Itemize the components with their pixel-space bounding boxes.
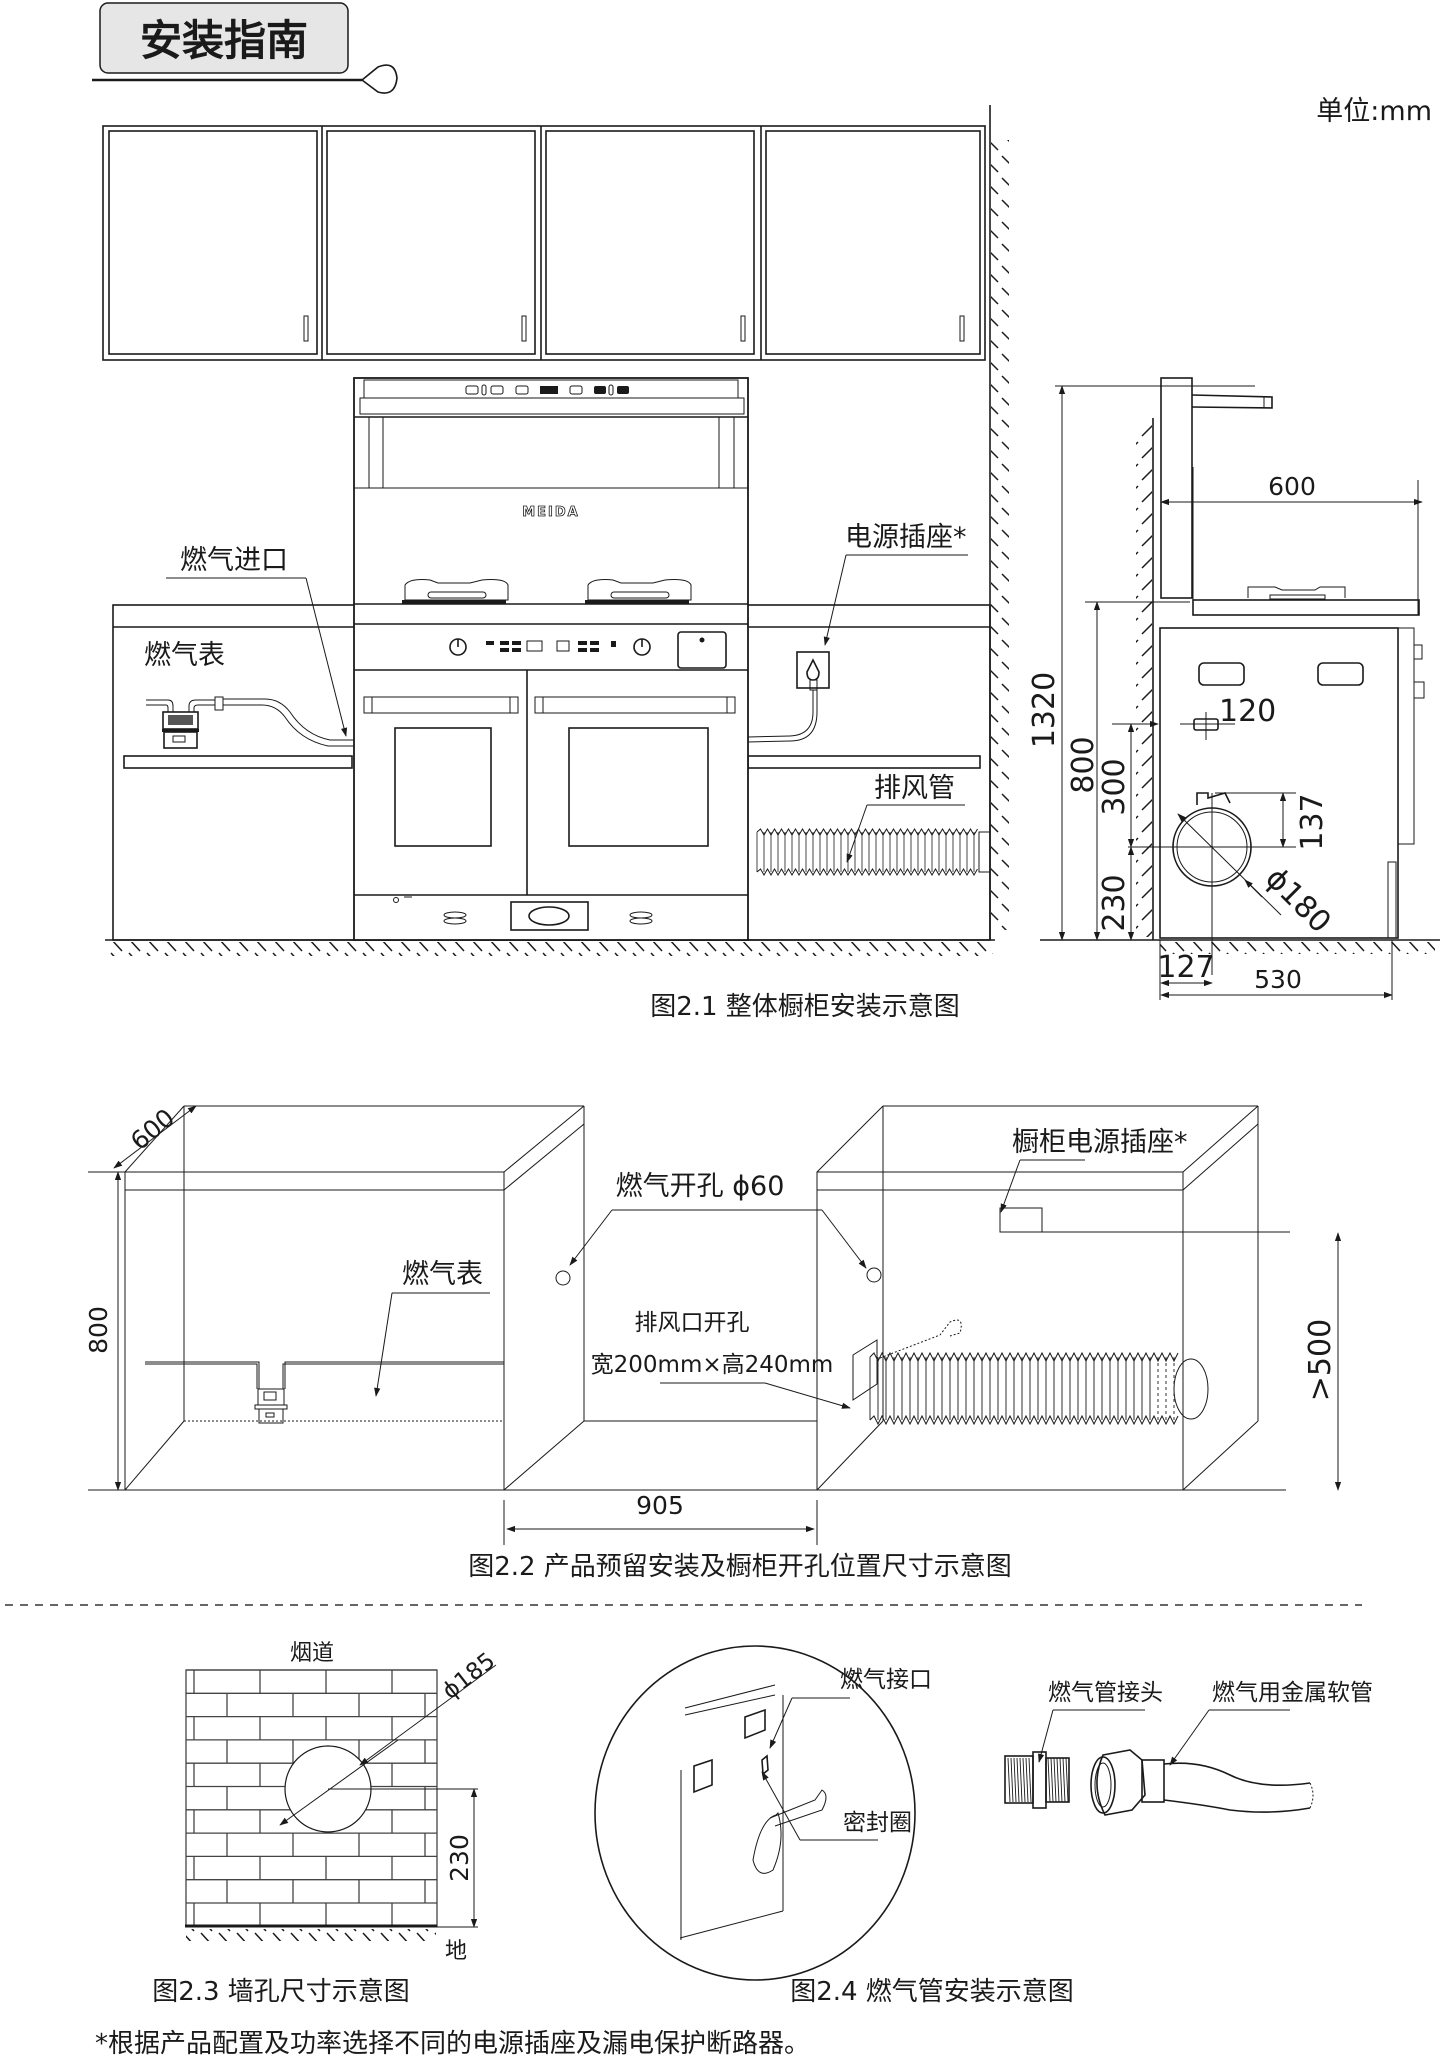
dim-exhaust-diameter: ϕ180 [1258,861,1337,940]
dim-exhaust-offset-vertical: 137 [1295,793,1330,850]
oven-door-left [363,696,519,847]
caption-figure-2-4: 图2.4 燃气管安装示意图 [790,1977,1074,2007]
door-handle-icon [521,315,527,342]
cabinet-box-left [88,1105,585,1491]
title-loop-ornament [360,64,398,94]
upper-cabinet-door [545,130,755,355]
page-title: 安装指南 [140,16,308,65]
upper-cabinet-door [326,130,536,355]
dim-opening-width: 905 [636,1491,684,1520]
dim-gas-inlet-offset: 120 [1219,694,1276,729]
dim-socket-height: >500 [1303,1319,1338,1401]
svg-text:燃气接口: 燃气接口 [840,1667,932,1693]
bottom-drawer [393,896,653,931]
label-gas-port: 燃气接口 [769,1667,932,1749]
label-power-socket: 电源插座* [823,522,968,646]
unit-label: 单位:mm [1316,96,1432,127]
dim-total-height: 1320 [1027,672,1062,748]
svg-text:燃气管接头: 燃气管接头 [1048,1680,1163,1706]
svg-text:电源插座*: 电源插座* [845,522,967,553]
label-gas-meter: 燃气表 [144,640,225,671]
detail-circle [594,1645,916,1981]
title-box [99,2,349,74]
door-handle-icon [303,315,309,342]
svg-text:宽200mm×高240mm: 宽200mm×高240mm [591,1352,834,1378]
dim-cabinet-depth: 530 [1254,965,1302,994]
gas-burner-right [585,579,692,604]
label-pipe-connector: 燃气管接头 [1038,1680,1163,1763]
dim-counter-height: 800 [1066,736,1101,793]
stove-control-panel [449,631,727,669]
dim-cabinet-depth: 600 [125,1103,180,1156]
label-cabinet-socket: 橱柜电源插座* [1000,1127,1188,1213]
dim-cabinet-height: 800 [84,1306,113,1354]
svg-text:燃气开孔 ϕ60: 燃气开孔 ϕ60 [616,1171,785,1202]
figure-2-4-gas-pipe: 燃气接口 密封圈 燃气管接头 [594,1645,1373,1981]
caption-figure-2-1: 图2.1 整体橱柜安装示意图 [650,992,960,1022]
svg-text:排风管: 排风管 [874,773,955,804]
dim-hole-center-height: 230 [445,1834,474,1882]
upper-cabinets [102,125,986,361]
metal-hose [1090,1749,1314,1816]
floor-hatch [108,942,993,956]
svg-text:密封圈: 密封圈 [843,1810,912,1836]
cabinet-socket-icon [999,1207,1043,1233]
oven-door-right [534,696,736,847]
figure-2-2-cabinet-openings: 800 600 905 >500 燃气开孔 ϕ60 燃气表 排风口开孔 宽200… [84,1103,1342,1545]
gas-burner-left [402,579,509,604]
section-header: 安装指南 单位:mm [92,2,1432,127]
svg-text:燃气进口: 燃气进口 [180,545,288,576]
integrated-stove-unit: MEIDA [353,377,749,941]
gas-pipe-connector [1004,1751,1070,1809]
figure-2-3-wall-hole: 烟道 ϕ185 230 地 [185,1641,500,1964]
label-metal-hose: 燃气用金属软管 [1169,1680,1373,1766]
brand-logo: MEIDA [522,505,580,520]
label-gas-inlet: 燃气进口 [166,545,348,737]
footnote: *根据产品配置及功率选择不同的电源插座及漏电保护断路器。 [95,2029,810,2059]
svg-text:橱柜电源插座*: 橱柜电源插座* [1012,1127,1188,1158]
cabinet-box-right [584,1105,1290,1491]
label-ground: 地 [445,1939,467,1964]
label-flue: 烟道 [290,1641,334,1666]
svg-text:燃气表: 燃气表 [144,640,225,671]
figure-2-1-front-view: MEIDA [102,105,1009,956]
caption-figure-2-2: 图2.2 产品预留安装及橱柜开孔位置尺寸示意图 [468,1552,1012,1582]
dim-exhaust-from-wall: 127 [1157,950,1214,985]
door-handle-icon [740,315,746,342]
label-seal-ring: 密封圈 [761,1771,912,1841]
dim-exhaust-center-height: 230 [1097,874,1132,931]
hood-control-buttons [465,384,629,396]
upper-cabinet-door [108,130,318,355]
dim-depth-top: 600 [1268,472,1316,501]
wall-hatch [991,140,1009,930]
caption-figure-2-3: 图2.3 墙孔尺寸示意图 [152,1977,410,2007]
upper-cabinet-door [765,130,981,355]
vent-icon [1317,662,1364,686]
exhaust-pipe [756,828,991,876]
svg-text:排风口开孔: 排风口开孔 [635,1310,750,1336]
figure-2-1-side-view: 1320 800 300 230 120 137 ϕ180 600 127 53… [1027,377,1440,1000]
power-socket [747,651,830,743]
gas-meter-assembly [146,696,354,749]
label-gas-meter-2-2: 燃气表 [374,1259,490,1397]
display-window [677,631,727,669]
label-exhaust-hole: 排风口开孔 宽200mm×高240mm [591,1310,851,1409]
label-exhaust-pipe: 排风管 [846,773,965,863]
svg-text:燃气用金属软管: 燃气用金属软管 [1212,1680,1373,1706]
dim-hole-diameter: ϕ185 [438,1648,501,1705]
door-handle-icon [959,315,965,342]
svg-text:燃气表: 燃气表 [402,1259,483,1290]
dim-gas-inlet-height: 300 [1097,758,1132,815]
vent-icon [1198,662,1245,686]
label-gas-hole: 燃气开孔 ϕ60 [569,1171,867,1269]
